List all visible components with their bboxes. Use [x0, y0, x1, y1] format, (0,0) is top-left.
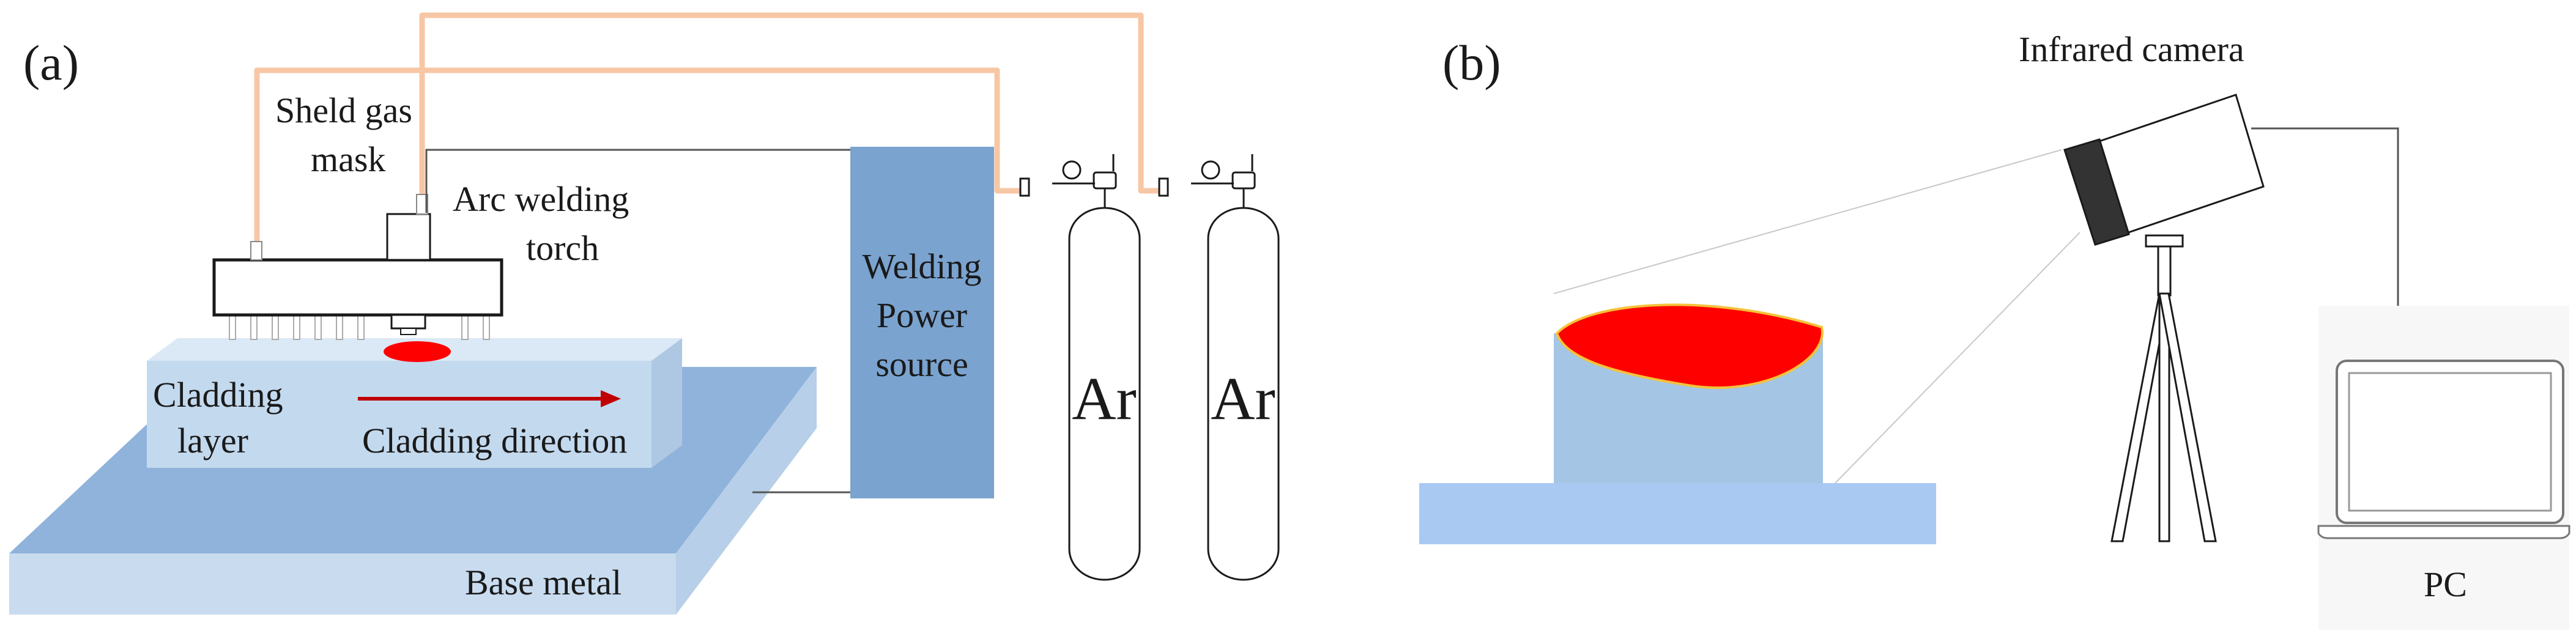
tripod: [2110, 234, 2217, 542]
inner-gas-hose: [419, 12, 1159, 202]
panel-a: Base metal Cladding layer Cladding direc…: [9, 12, 1280, 615]
laptop-base: [2317, 525, 2570, 539]
cladding-block-side: [651, 338, 682, 468]
camera-pc-cable: [2251, 127, 2399, 361]
cladding-layer-block: Cladding layer Cladding direction: [147, 338, 682, 468]
cylinder-1-gas-label: Ar: [1072, 364, 1137, 432]
power-cables: [425, 149, 850, 494]
power-source-label-line2: Power: [877, 295, 967, 335]
pc-label: PC: [2424, 564, 2467, 604]
cylinder-2-gauge: [1201, 160, 1220, 180]
tripod-leg-right: [2158, 292, 2217, 542]
mask-hose-fitting: [250, 241, 262, 261]
shield-gas-mask-label-line2: mask: [311, 139, 385, 179]
molten-top-surface: [1555, 303, 1824, 389]
cladding-direction-arrow-head: [601, 390, 621, 407]
power-source-box: [850, 147, 994, 498]
shield-gas-hoses: [254, 12, 1159, 245]
cylinder-2-valve: [1231, 171, 1256, 190]
panel-b: (b) Infrared camera: [1419, 29, 2570, 630]
power-source-label-line1: Welding: [862, 246, 981, 286]
panel-b-label: (b): [1442, 35, 1501, 91]
torch-body: [386, 213, 431, 261]
base-plate-front: [9, 553, 676, 615]
welding-power-source: Welding Power source: [850, 147, 994, 498]
tripod-column: [2157, 245, 2172, 297]
torch-nozzle: [390, 314, 426, 330]
cladding-block-front: [147, 361, 651, 468]
torch-tip: [400, 328, 417, 335]
torch-hose-fitting: [416, 194, 428, 215]
deposited-sample: [1554, 303, 1824, 483]
camera-lens: [2063, 138, 2130, 246]
gas-nozzles: [229, 314, 490, 340]
shield-gas-mask-label-line1: Sheld gas: [275, 91, 412, 130]
torch-label-line2: torch: [526, 228, 599, 268]
argon-cylinder-2: Ar: [1158, 154, 1280, 581]
camera-field-of-view: [1553, 149, 2080, 484]
arc-welding-torch: [386, 194, 431, 335]
outer-gas-hose: [254, 67, 1020, 245]
panel-a-label: (a): [23, 35, 79, 91]
laptop-screen: [2348, 372, 2552, 512]
shield-gas-mask: [212, 258, 503, 317]
infrared-camera-label: Infrared camera: [2019, 29, 2244, 69]
pc-laptop: PC: [2317, 306, 2570, 630]
base-metal-label: Base metal: [465, 563, 622, 602]
cylinder-1-gauge: [1062, 160, 1082, 180]
base-plate-right: [676, 367, 817, 615]
torch-label-line1: Arc welding: [453, 179, 629, 219]
infrared-camera: Infrared camera: [2019, 29, 2265, 246]
power-source-label-line3: source: [875, 344, 968, 384]
sample-base-plate: [1419, 483, 1936, 544]
cladding-layer-label-line2: layer: [177, 421, 248, 460]
tripod-head: [2145, 234, 2184, 248]
cladding-direction-label: Cladding direction: [362, 421, 627, 460]
cylinder-1-valve: [1093, 171, 1117, 190]
argon-cylinder-1: Ar: [1019, 154, 1141, 581]
cylinder-2-gas-label: Ar: [1211, 364, 1275, 432]
melt-pool: [384, 341, 451, 362]
torch-power-cable: [425, 149, 850, 213]
cladding-layer-label-line1: Cladding: [153, 375, 283, 415]
